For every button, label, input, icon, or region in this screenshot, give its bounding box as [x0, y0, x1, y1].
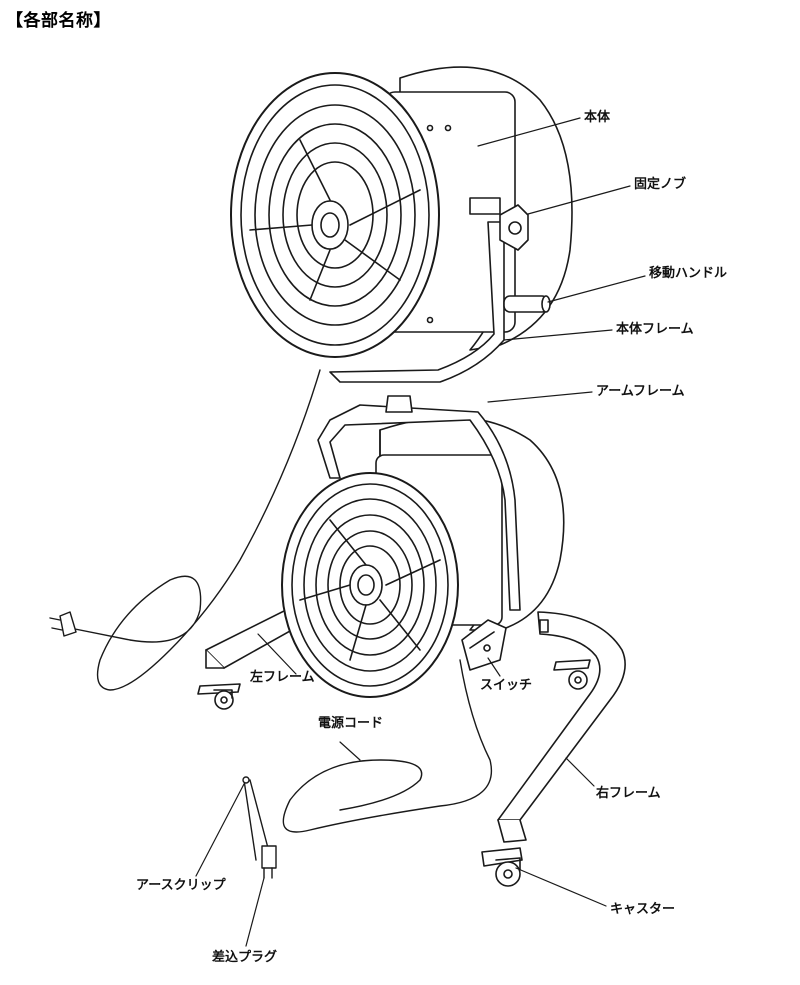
leader-caster — [515, 867, 607, 907]
fixing-knob — [499, 204, 529, 251]
leader-carry-handle — [547, 275, 646, 303]
leader-fixing-knob — [527, 185, 631, 215]
label-body-frame: 本体フレーム — [616, 322, 694, 337]
body-frame — [329, 197, 505, 383]
leader-power-cord — [339, 741, 361, 761]
leader-earth-clip — [195, 783, 245, 877]
leader-right-frame — [565, 757, 595, 787]
lower-fan — [281, 416, 565, 698]
caster-right-back — [553, 659, 591, 690]
label-switch: スイッチ — [480, 678, 533, 693]
label-earth-clip: アースクリップ — [136, 878, 226, 893]
label-arm-frame: アームフレーム — [596, 384, 685, 399]
leader-plug — [245, 877, 265, 947]
page-title: 【各部名称】 — [6, 11, 111, 31]
label-caster: キャスター — [610, 902, 676, 917]
leader-lines — [195, 117, 646, 947]
upper-fan — [230, 66, 573, 358]
label-fixing-knob: 固定ノブ — [634, 177, 687, 192]
label-left-frame: 左フレーム — [250, 670, 315, 685]
leader-left-frame — [257, 633, 297, 675]
label-power-cord: 電源コード — [318, 716, 384, 731]
leader-arm-frame — [487, 391, 593, 403]
caster-left — [197, 683, 241, 710]
label-right-frame: 右フレーム — [596, 786, 661, 801]
switch-box — [461, 619, 507, 671]
power-cord — [49, 369, 492, 879]
label-plug: 差込プラグ — [212, 950, 278, 965]
leader-body-frame — [503, 329, 613, 341]
arm-frame — [317, 395, 521, 611]
label-body: 本体 — [584, 110, 611, 125]
caster-front — [481, 847, 523, 887]
label-carry-handle: 移動ハンドル — [649, 266, 728, 281]
leader-body — [477, 117, 581, 147]
carry-handle — [503, 295, 551, 313]
right-frame-tube — [497, 611, 626, 843]
leader-switch — [487, 657, 501, 677]
